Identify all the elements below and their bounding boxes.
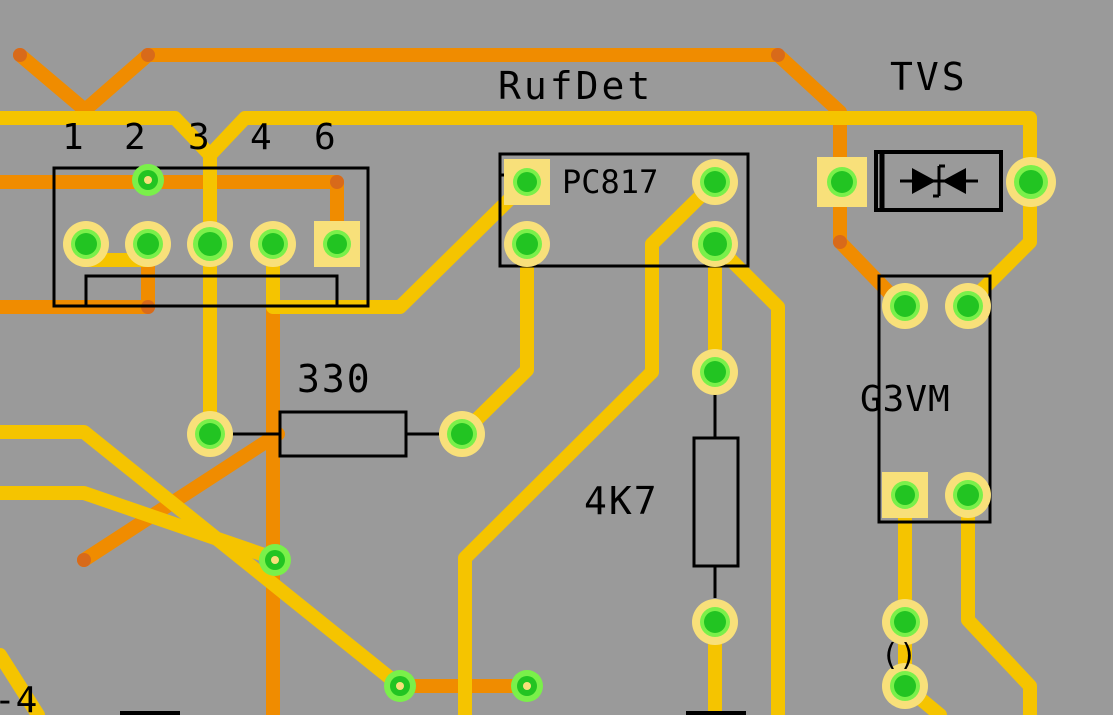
via[interactable] [259,544,291,576]
tvs-outline [874,150,1003,212]
bottom-trace [13,48,155,117]
partial-left-label: -4 [0,680,37,715]
pin-label-1: 1 [62,117,84,158]
pad[interactable] [692,349,738,395]
pad[interactable] [439,411,485,457]
pin-label-4: 4 [250,117,272,158]
pad[interactable] [945,472,991,518]
pad[interactable] [882,283,928,329]
top-trace [0,111,1037,311]
pad[interactable] [125,221,171,267]
board-title: RufDet [498,64,653,108]
tvs-label: TVS [890,55,968,99]
pad[interactable] [692,221,738,267]
resistor-330-body [278,410,408,458]
partial-bottom-label: () [881,638,917,673]
pads [63,157,1056,709]
tvs-diode-symbol-icon [900,164,978,198]
pc817-label: PC817 [562,163,658,201]
connector-latch [84,274,339,306]
resistor-4k7-body [692,436,740,568]
pad[interactable] [692,599,738,645]
pin-label-3: 3 [188,117,210,158]
square-pad[interactable] [882,472,928,518]
pin-label-2: 2 [124,117,146,158]
silkscreen-text: RufDet TVS PC817 G3VM 330 4K7 1 2 3 4 6 … [0,55,968,715]
pad[interactable] [882,663,928,709]
pad[interactable] [692,159,738,205]
pc817-outline [498,152,750,268]
top-trace [708,237,785,715]
bottom-trace [77,427,285,567]
square-pad[interactable] [817,157,867,207]
pad[interactable] [187,411,233,457]
via[interactable] [384,670,416,702]
top-trace [0,648,45,715]
connector-outline [52,166,370,308]
resistor-4k7-label: 4K7 [584,479,659,523]
pin-label-6: 6 [314,117,336,158]
g3vm-label: G3VM [860,379,951,420]
pad[interactable] [63,221,109,267]
top-trace [0,425,407,693]
pad[interactable] [250,221,296,267]
square-pad[interactable] [314,221,360,267]
g3vm-outline [877,274,992,524]
pad[interactable] [187,221,233,267]
top-trace [266,175,534,314]
square-pad[interactable] [504,159,550,205]
pad[interactable] [882,599,928,645]
resistor-330-label: 330 [297,357,372,401]
pad[interactable] [945,283,991,329]
top-trace [455,237,534,441]
via[interactable] [511,670,543,702]
top-trace [961,487,1037,715]
via[interactable] [132,164,164,196]
top-trace [458,175,722,715]
pad[interactable] [1006,157,1056,207]
pad[interactable] [504,221,550,267]
top-trace [0,486,280,565]
